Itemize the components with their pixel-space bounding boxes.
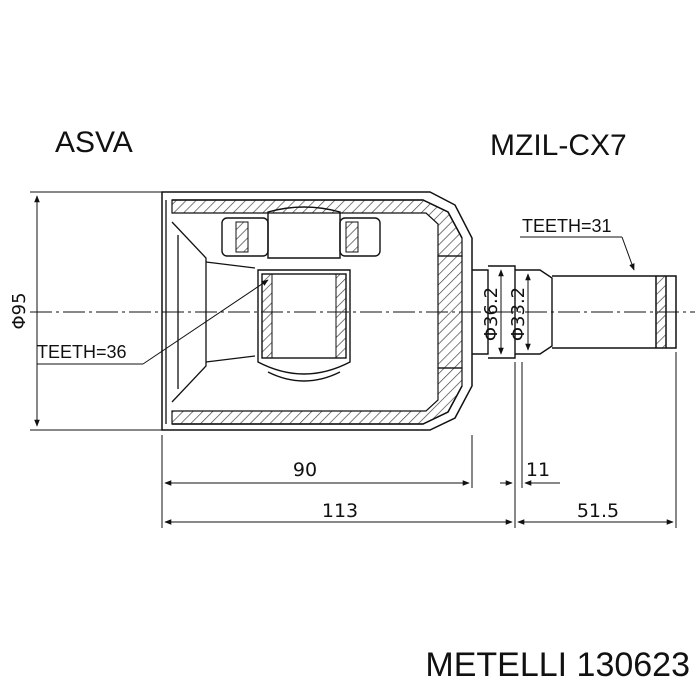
dim-length-stub-label: 51.5 <box>577 500 619 522</box>
footer-part-number: METELLI 130623 <box>425 646 690 684</box>
housing-wall-top <box>171 199 463 257</box>
model-label: MZIL-CX7 <box>490 129 627 162</box>
dim-diameter-body <box>30 191 162 431</box>
shaft-groove <box>655 275 667 349</box>
housing-wall-right <box>437 255 463 369</box>
dim-extension-lines <box>161 352 677 528</box>
dim-diameter-seal-label: Φ36.2 <box>481 287 502 341</box>
hub-spline <box>261 273 273 359</box>
teeth-inner-label: TEETH=36 <box>37 342 127 362</box>
left-flange <box>165 200 256 424</box>
roller-left <box>235 221 249 253</box>
housing-wall-bottom <box>171 367 463 425</box>
hub-spline-right <box>335 273 347 359</box>
teeth-outer-label: TEETH=31 <box>522 216 612 236</box>
neck <box>472 265 553 359</box>
dim-length-shoulder-label: 11 <box>526 459 550 481</box>
brand-label: ASVA <box>55 126 133 159</box>
roller-right <box>345 221 359 253</box>
dim-diameter-body-label: Φ95 <box>9 292 30 329</box>
teeth-inner-leader <box>37 279 269 365</box>
dim-length-total-label: 113 <box>322 500 358 522</box>
housing <box>161 191 473 431</box>
dim-diameter-shaft-label: Φ33.2 <box>508 287 529 341</box>
teeth-outer-leader <box>520 236 635 271</box>
dim-length-cup-label: 90 <box>293 459 317 481</box>
